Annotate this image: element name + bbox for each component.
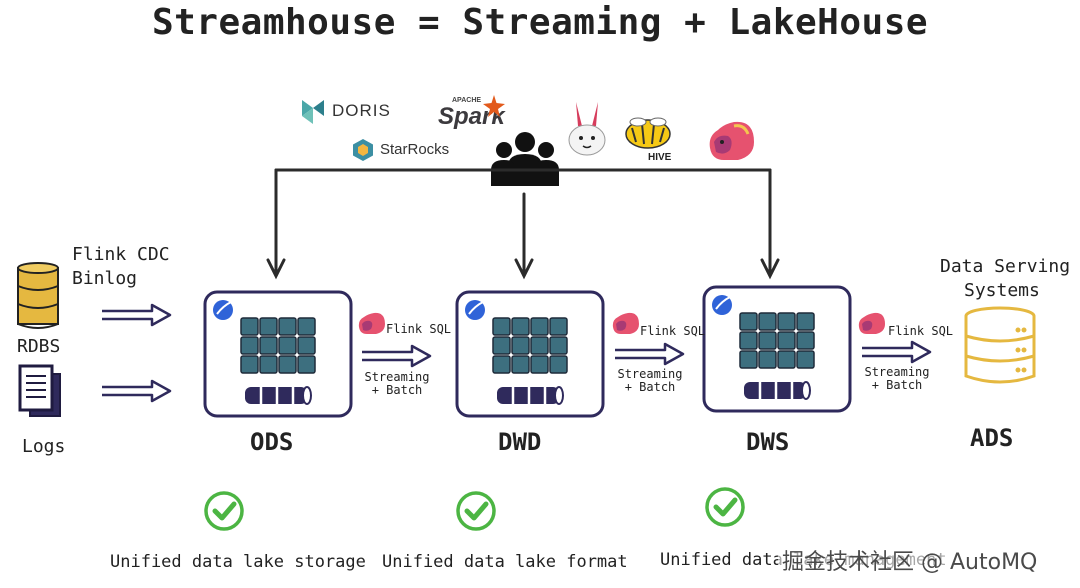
ads-database-icon: [962, 306, 1038, 386]
ods-label: ODS: [250, 428, 294, 456]
data-serving-label: Data Serving: [940, 256, 1071, 277]
doris-logo-icon: [298, 96, 328, 126]
bunny-logo-icon: [566, 100, 608, 160]
caption-storage: Unified data lake storage: [110, 552, 366, 572]
logs-arrow: [100, 378, 172, 404]
hive-label: HIVE: [648, 152, 672, 163]
starrocks-label: StarRocks: [380, 141, 450, 158]
rdbs-arrow: [100, 302, 172, 328]
user-connector-lines: [260, 160, 800, 284]
logs-document-icon: [18, 364, 64, 420]
streaming-label: Streaming: [864, 365, 930, 379]
flink-sql-squirrel-icon: [856, 310, 886, 336]
dwd-to-dws-arrow: [613, 342, 685, 366]
watermark-text: 掘金技术社区 @ AutoMQ: [778, 544, 1042, 576]
dws-to-ads-arrow: [860, 340, 932, 364]
caption-format: Unified data lake format: [382, 552, 628, 572]
check-icon: [455, 490, 497, 532]
dwd-label: DWD: [498, 428, 542, 456]
dws-label: DWS: [746, 428, 790, 456]
doris-label: DORIS: [332, 101, 391, 120]
flink-sql-squirrel-icon: [610, 310, 640, 336]
dws-layer-box: [702, 285, 852, 413]
flink-sql-label: Flink SQL: [386, 322, 452, 336]
check-icon: [203, 490, 245, 532]
spark-apache-label: APACHE: [452, 97, 482, 104]
batch-label: + Batch: [624, 380, 676, 394]
flink-sql-squirrel-icon: [356, 310, 386, 336]
binlog-label: Binlog: [72, 268, 138, 289]
page-title: Streamhouse = Streaming + LakeHouse: [151, 2, 929, 43]
rdbs-database-icon: [16, 262, 60, 330]
streaming-label: Streaming: [617, 367, 683, 381]
rdbs-label: RDBS: [17, 336, 61, 357]
systems-label: Systems: [964, 280, 1040, 301]
ads-label: ADS: [970, 424, 1014, 452]
ods-to-dwd-arrow: [360, 344, 432, 368]
hive-logo-icon: [620, 116, 676, 166]
flink-squirrel-icon: [704, 116, 756, 164]
ods-layer-box: [203, 290, 353, 418]
starrocks-logo-icon: [351, 138, 375, 162]
dwd-layer-box: [455, 290, 605, 418]
batch-label: + Batch: [371, 383, 423, 397]
flink-sql-label: Flink SQL: [888, 324, 954, 338]
check-icon: [704, 486, 746, 528]
logs-label: Logs: [22, 436, 66, 457]
spark-star-icon: [482, 94, 506, 118]
batch-label: + Batch: [871, 378, 923, 392]
flink-cdc-label: Flink CDC: [72, 244, 170, 265]
flink-sql-label: Flink SQL: [640, 324, 706, 338]
streaming-label: Streaming: [364, 370, 430, 384]
